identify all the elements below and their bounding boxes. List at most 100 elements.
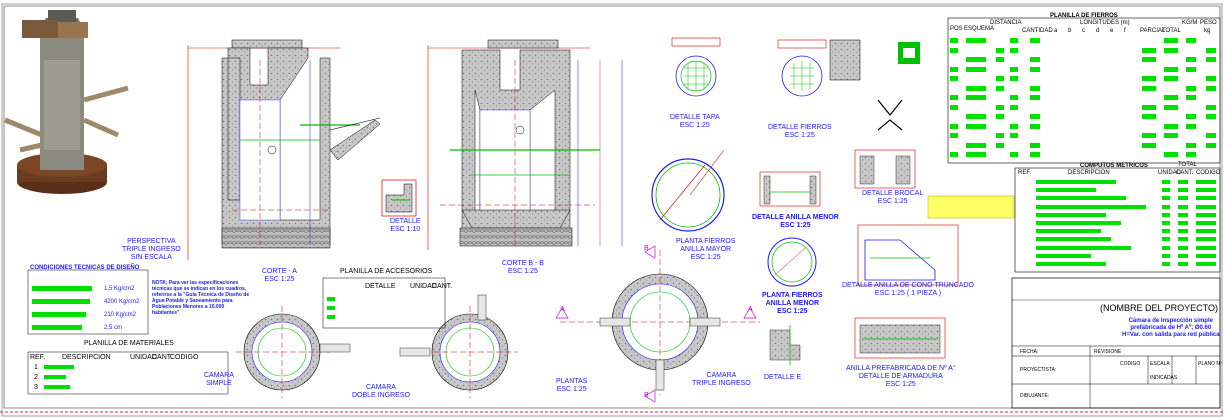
fierros-cell <box>1164 152 1178 157</box>
fierros-h-peso: PESO <box>1200 20 1217 26</box>
computos-cell <box>1178 196 1188 201</box>
computos-cell <box>1036 204 1146 209</box>
detail-e-drawing <box>769 325 801 365</box>
computos-cell <box>1162 253 1170 258</box>
computos-cell <box>1196 212 1216 217</box>
design-row-2: 4200 Kg/cm2 <box>104 299 140 305</box>
fierros-cell <box>1164 104 1178 110</box>
computos-cell <box>1036 212 1106 217</box>
fierros-cell <box>1206 133 1216 138</box>
fierros-cell <box>1010 152 1018 157</box>
materiales-ref-3: 3 <box>34 384 38 391</box>
fierros-cell <box>950 76 958 81</box>
fierros-cell <box>1186 85 1196 91</box>
fierros-cell <box>950 66 958 72</box>
fierros-cell <box>1142 142 1156 148</box>
fierros-cell <box>950 38 958 43</box>
fierros-cell <box>1030 85 1040 91</box>
camara-simple-plan <box>236 306 351 398</box>
fierros-cell <box>966 57 986 62</box>
project-name: (NOMBRE DEL PROYECTO) <box>1100 303 1219 313</box>
fierros-cell <box>996 85 1004 91</box>
computos-cell <box>1036 253 1091 258</box>
materiales-h-unidad: UNIDAD <box>130 354 157 361</box>
accesorios-bar-2 <box>327 306 335 310</box>
accesorios-table-frame <box>322 277 446 329</box>
marker-b-bottom: B <box>644 392 649 399</box>
fierros-cell <box>950 152 958 157</box>
computos-cell <box>1036 188 1096 193</box>
fierros-cell <box>1142 104 1156 110</box>
materiales-h-codigo: CODIGO <box>170 354 199 361</box>
computos-h-codigo: CODIGO <box>1196 170 1221 176</box>
design-bar-2 <box>32 299 90 304</box>
fierros-h-total: TOTAL <box>1162 28 1181 34</box>
fierros-cell <box>1030 38 1040 43</box>
computos-cell <box>1036 245 1131 250</box>
fierros-cell <box>1030 114 1040 119</box>
section-a-drawing <box>187 39 381 260</box>
computos-cell <box>1036 229 1101 234</box>
fierros-cell <box>996 104 1004 110</box>
computos-h-cant: CANT. <box>1176 170 1194 176</box>
detail-cono-truncado-drawing <box>857 224 959 286</box>
tb-codigo: CODIGO <box>1120 361 1141 367</box>
materiales-h-desc: DESCRIPCION <box>62 354 111 361</box>
fierros-cell <box>996 114 1004 119</box>
computos-cell <box>1162 245 1170 250</box>
computos-cell <box>1036 221 1121 225</box>
tb-revisione: REVISIONE <box>1094 349 1122 355</box>
computos-cell <box>1036 262 1106 266</box>
computos-total: TOTAL <box>1178 162 1197 168</box>
fierros-title: PLANILLA DE FIERROS <box>1050 13 1118 19</box>
fierros-cell <box>1142 57 1156 62</box>
tb-fecha: FECHA: <box>1020 349 1039 355</box>
computos-h-unidad: UNIDAD <box>1158 170 1182 176</box>
tb-proyectista: PROYECTISTA: <box>1020 367 1057 373</box>
fierros-cell <box>1206 85 1216 91</box>
computos-cell <box>1178 221 1188 225</box>
detail-fierros-drawing <box>777 39 920 97</box>
fierros-cell <box>1186 114 1196 119</box>
computos-cell <box>1196 204 1216 209</box>
fierros-cell <box>950 123 958 129</box>
fierros-col-a: a <box>1054 28 1058 34</box>
design-row-1: 1,5 Kg/cm2 <box>104 286 135 292</box>
fierros-cell <box>966 142 986 148</box>
fierros-cell <box>1142 133 1156 138</box>
fierros-cell <box>1010 133 1018 138</box>
fierros-cell <box>950 47 958 53</box>
anilla-prefab-label: ANILLA PREFABRICADA DE Nº A°DETALLE DE A… <box>846 365 956 388</box>
accesorios-h-cant: CANT. <box>432 283 453 290</box>
camara-doble-plan <box>399 294 518 398</box>
marker-a-right: A <box>748 306 753 313</box>
fierros-cell <box>1164 76 1178 81</box>
fierros-h-kg2: kg <box>1204 28 1211 34</box>
titleblock-frame <box>1011 277 1221 409</box>
computos-cell <box>1162 237 1170 242</box>
tb-escala: ESCALA <box>1150 361 1170 367</box>
accesorios-bar-3 <box>327 315 335 319</box>
fierros-cell <box>1164 95 1178 100</box>
fierros-cell <box>1010 66 1018 72</box>
computos-cell <box>1178 212 1188 217</box>
fierros-cell <box>1164 66 1178 72</box>
computos-cell <box>1178 245 1188 250</box>
marker-a-left: A <box>560 306 565 313</box>
fierros-cell <box>1010 95 1018 100</box>
computos-cell <box>1162 188 1170 193</box>
fierros-col-c: c <box>1082 28 1085 34</box>
accesorios-bar-1 <box>327 297 335 301</box>
accesorios-h-unidad: UNIDAD <box>410 283 437 290</box>
materiales-bar-3 <box>44 385 70 389</box>
